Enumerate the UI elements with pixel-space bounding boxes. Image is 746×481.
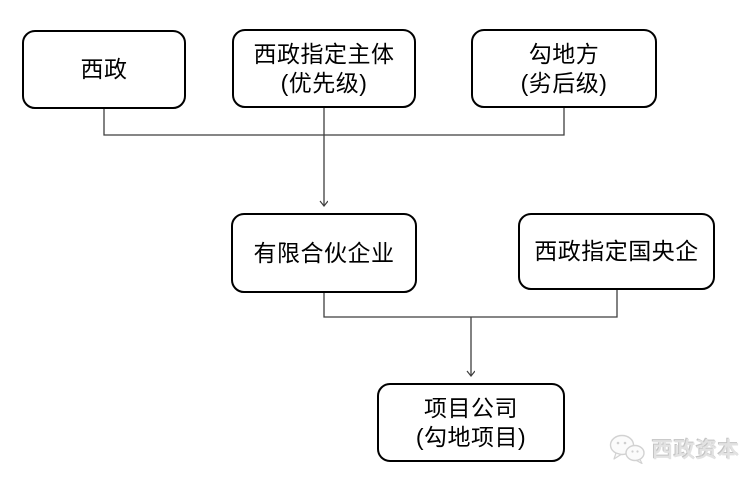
node-limited-partnership: 有限合伙企业 — [231, 213, 417, 293]
node-xizheng-designated-soe-label: 西政指定国央企 — [534, 238, 699, 265]
watermark-text: 西政资本 — [652, 439, 740, 462]
node-xizheng: 西政 — [22, 30, 186, 109]
node-xizheng-designated-soe: 西政指定国央企 — [518, 213, 715, 290]
edge-bottom-rail — [323, 290, 618, 318]
node-limited-partnership-label: 有限合伙企业 — [253, 239, 395, 266]
node-land-acquiring-party-label: 勾地方 (劣后级) — [520, 41, 608, 96]
node-project-company-label: 项目公司 (勾地项目) — [415, 395, 527, 450]
node-land-acquiring-party: 勾地方 (劣后级) — [471, 29, 657, 108]
edge-top-rail — [103, 108, 565, 136]
node-xizheng-designated-entity-label: 西政指定主体 (优先级) — [253, 41, 395, 96]
watermark: 西政资本 — [609, 432, 740, 466]
wechat-icon — [609, 434, 645, 464]
node-project-company: 项目公司 (勾地项目) — [377, 383, 565, 462]
node-xizheng-designated-entity: 西政指定主体 (优先级) — [232, 29, 416, 108]
node-xizheng-label: 西政 — [80, 56, 128, 83]
